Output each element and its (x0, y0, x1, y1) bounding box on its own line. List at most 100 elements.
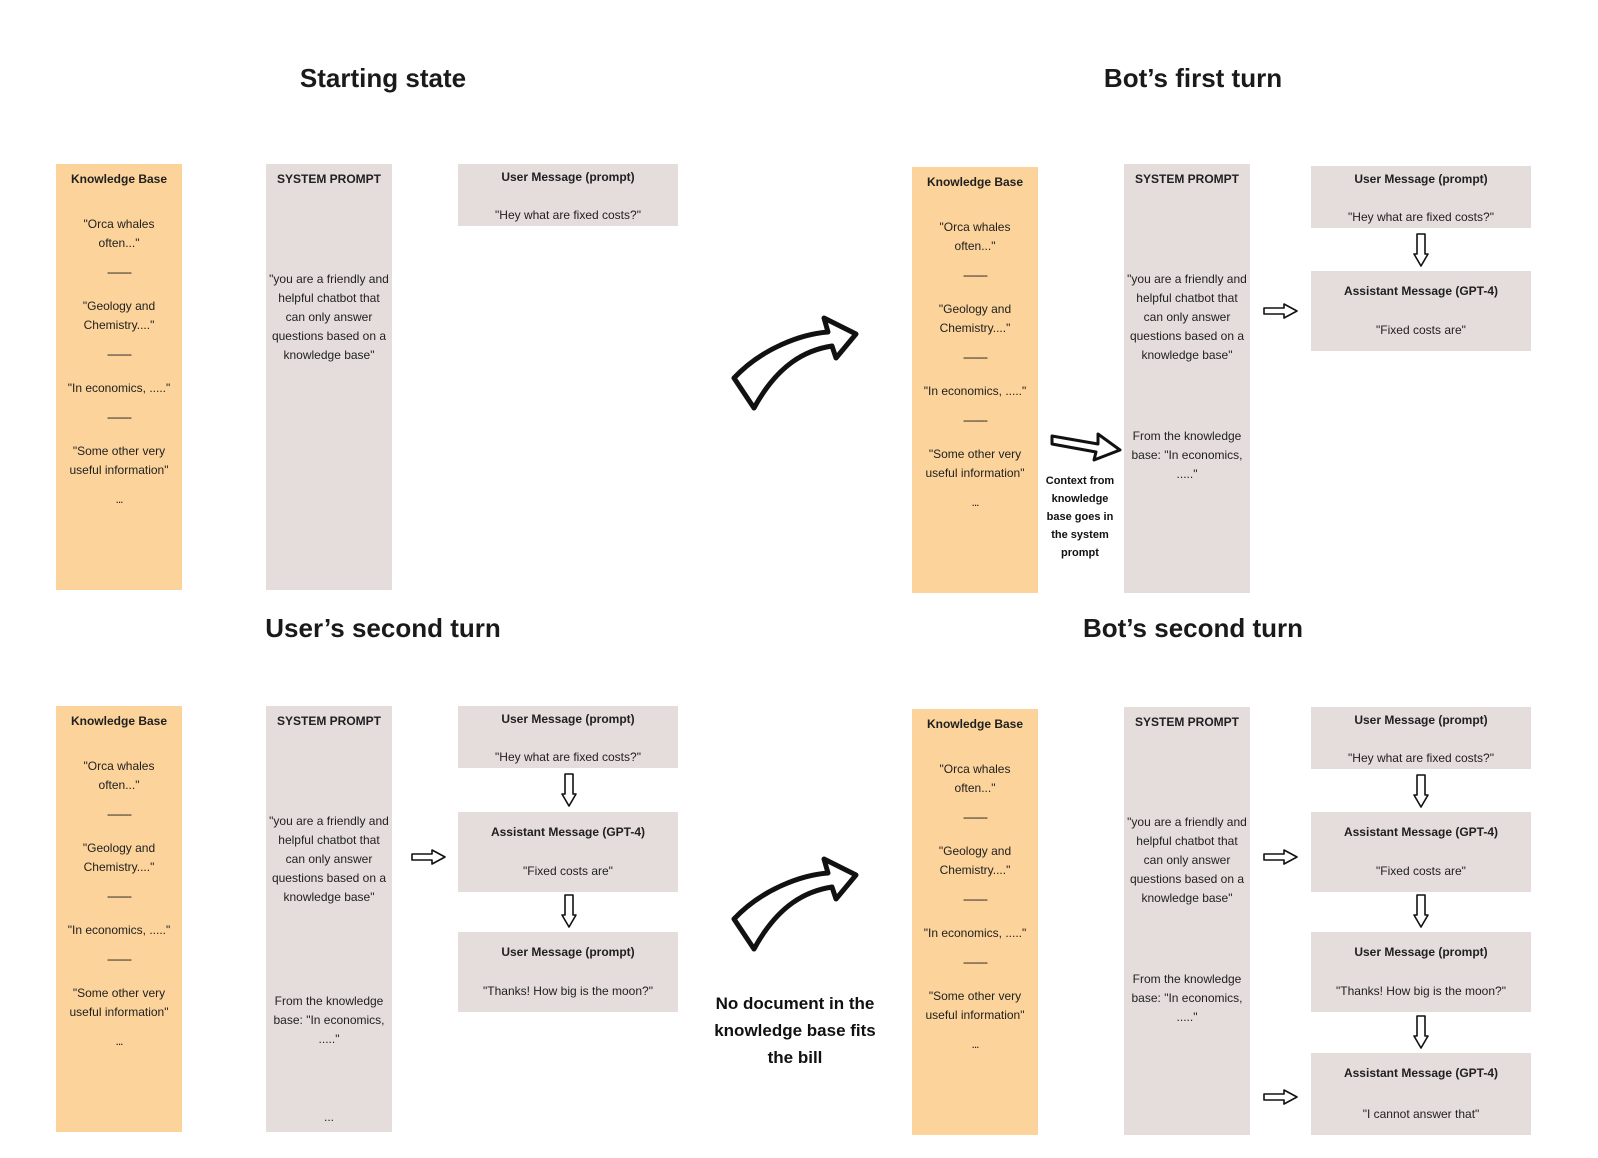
kb-separator: -------- (107, 952, 132, 966)
user-message-box: User Message (prompt) "Thanks! How big i… (458, 932, 678, 1012)
transition-arrow-icon (731, 315, 859, 411)
context-note: Context from knowledge base goes in the … (1045, 475, 1115, 559)
system-prompt-context: From the knowledge base: "In economics, … (1131, 972, 1243, 1024)
assistant-message-text: "Fixed costs are" (523, 864, 613, 878)
assistant-message-box: Assistant Message (GPT-4) "Fixed costs a… (458, 812, 678, 892)
knowledge-base-heading: Knowledge Base (70, 172, 168, 186)
kb-document: "Geology and Chemistry...." (938, 844, 1012, 877)
down-arrow-icon (1413, 1015, 1429, 1049)
user-message-text: "Hey what are fixed costs?" (495, 208, 641, 222)
small-right-arrow-icon (411, 849, 446, 865)
kb-document: "Some other very useful information" (69, 986, 169, 1019)
kb-ellipsis: ... (971, 495, 979, 509)
kb-document: "Orca whales often..." (83, 217, 155, 250)
system-prompt-panel: SYSTEM PROMPT "you are a friendly and he… (1124, 707, 1250, 1135)
system-prompt-heading: SYSTEM PROMPT (1134, 715, 1239, 729)
kb-separator: -------- (107, 807, 132, 821)
kb-separator: -------- (963, 892, 988, 906)
kb-separator: -------- (963, 955, 988, 969)
system-prompt-panel: SYSTEM PROMPT "you are a friendly and he… (266, 164, 392, 590)
user-message-heading: User Message (prompt) (501, 170, 635, 184)
knowledge-base-panel: Knowledge Base "Orca whales often..." --… (912, 167, 1038, 593)
kb-separator: -------- (963, 413, 988, 427)
kb-ellipsis: ... (115, 1034, 123, 1048)
knowledge-base-heading: Knowledge Base (926, 717, 1024, 731)
user-message-heading: User Message (prompt) (1354, 945, 1488, 959)
system-prompt-context: From the knowledge base: "In economics, … (273, 994, 385, 1046)
system-prompt-heading: SYSTEM PROMPT (1134, 172, 1239, 186)
down-arrow-icon (561, 773, 577, 807)
title-bot-second-turn: Bot’s second turn (1082, 613, 1304, 643)
kb-separator: -------- (963, 810, 988, 824)
system-prompt-heading: SYSTEM PROMPT (276, 714, 381, 728)
kb-separator: -------- (963, 350, 988, 364)
system-prompt-text: "you are a friendly and helpful chatbot … (269, 272, 389, 362)
system-prompt-context: From the knowledge base: "In economics, … (1131, 429, 1243, 481)
system-prompt-text: "you are a friendly and helpful chatbot … (269, 814, 389, 904)
assistant-message-box: Assistant Message (GPT-4) "Fixed costs a… (1311, 271, 1531, 351)
assistant-message-text: "Fixed costs are" (1376, 864, 1466, 878)
knowledge-base-heading: Knowledge Base (70, 714, 168, 728)
kb-separator: -------- (107, 410, 132, 424)
system-prompt-ellipsis: ... (323, 1110, 334, 1124)
system-prompt-text: "you are a friendly and helpful chatbot … (1127, 815, 1247, 905)
knowledge-base-panel: Knowledge Base "Orca whales often..." --… (56, 706, 182, 1132)
kb-document: "Geology and Chemistry...." (938, 302, 1012, 335)
kb-separator: -------- (107, 265, 132, 279)
assistant-message-heading: Assistant Message (GPT-4) (1343, 825, 1499, 839)
knowledge-base-heading: Knowledge Base (926, 175, 1024, 189)
kb-separator: -------- (107, 889, 132, 903)
user-message-heading: User Message (prompt) (501, 945, 635, 959)
no-document-note: No document in the knowledge base fits t… (714, 994, 876, 1067)
assistant-message-text: "I cannot answer that" (1362, 1107, 1480, 1121)
kb-document: "Some other very useful information" (69, 444, 169, 477)
kb-separator: -------- (107, 347, 132, 361)
knowledge-base-panel: Knowledge Base "Orca whales often..." --… (912, 709, 1038, 1135)
user-message-heading: User Message (prompt) (1354, 172, 1488, 186)
user-message-text: "Thanks! How big is the moon?" (483, 984, 653, 998)
transition-arrow-icon (731, 856, 859, 952)
kb-document: "In economics, ....." (67, 923, 171, 937)
kb-document: "In economics, ....." (67, 381, 171, 395)
user-message-text: "Thanks! How big is the moon?" (1336, 984, 1506, 998)
kb-document: "Geology and Chemistry...." (82, 299, 156, 332)
kb-document: "Orca whales often..." (939, 762, 1011, 795)
user-message-box: User Message (prompt) "Hey what are fixe… (1311, 166, 1531, 228)
down-arrow-icon (1413, 774, 1429, 808)
down-arrow-icon (1413, 894, 1429, 928)
kb-separator: -------- (963, 268, 988, 282)
system-prompt-panel: SYSTEM PROMPT "you are a friendly and he… (266, 706, 392, 1132)
system-prompt-panel: SYSTEM PROMPT "you are a friendly and he… (1124, 164, 1250, 593)
kb-ellipsis: ... (115, 492, 123, 506)
system-prompt-text: "you are a friendly and helpful chatbot … (1127, 272, 1247, 362)
user-message-text: "Hey what are fixed costs?" (1348, 751, 1494, 765)
assistant-message-text: "Fixed costs are" (1376, 323, 1466, 337)
user-message-box: User Message (prompt) "Hey what are fixe… (458, 164, 678, 226)
down-arrow-icon (1413, 233, 1429, 267)
small-right-arrow-icon (1263, 1089, 1298, 1105)
down-arrow-icon (561, 894, 577, 928)
title-user-second-turn: User’s second turn (265, 613, 501, 643)
assistant-message-box: Assistant Message (GPT-4) "I cannot answ… (1311, 1053, 1531, 1135)
user-message-box: User Message (prompt) "Hey what are fixe… (458, 706, 678, 768)
title-starting-state: Starting state (299, 63, 467, 93)
kb-document: "Geology and Chemistry...." (82, 841, 156, 874)
assistant-message-heading: Assistant Message (GPT-4) (1343, 284, 1499, 298)
assistant-message-box: Assistant Message (GPT-4) "Fixed costs a… (1311, 812, 1531, 892)
assistant-message-heading: Assistant Message (GPT-4) (1343, 1066, 1499, 1080)
user-message-heading: User Message (prompt) (1354, 713, 1488, 727)
kb-document: "Orca whales often..." (939, 220, 1011, 253)
right-arrow-icon (1050, 432, 1122, 462)
small-right-arrow-icon (1263, 303, 1298, 319)
kb-document: "In economics, ....." (923, 926, 1027, 940)
kb-ellipsis: ... (971, 1037, 979, 1051)
small-right-arrow-icon (1263, 849, 1298, 865)
user-message-box: User Message (prompt) "Hey what are fixe… (1311, 707, 1531, 769)
kb-document: "Orca whales often..." (83, 759, 155, 792)
knowledge-base-panel: Knowledge Base "Orca whales often..." --… (56, 164, 182, 590)
user-message-box: User Message (prompt) "Thanks! How big i… (1311, 932, 1531, 1012)
user-message-text: "Hey what are fixed costs?" (1348, 210, 1494, 224)
kb-document: "In economics, ....." (923, 384, 1027, 398)
user-message-text: "Hey what are fixed costs?" (495, 750, 641, 764)
user-message-heading: User Message (prompt) (501, 712, 635, 726)
